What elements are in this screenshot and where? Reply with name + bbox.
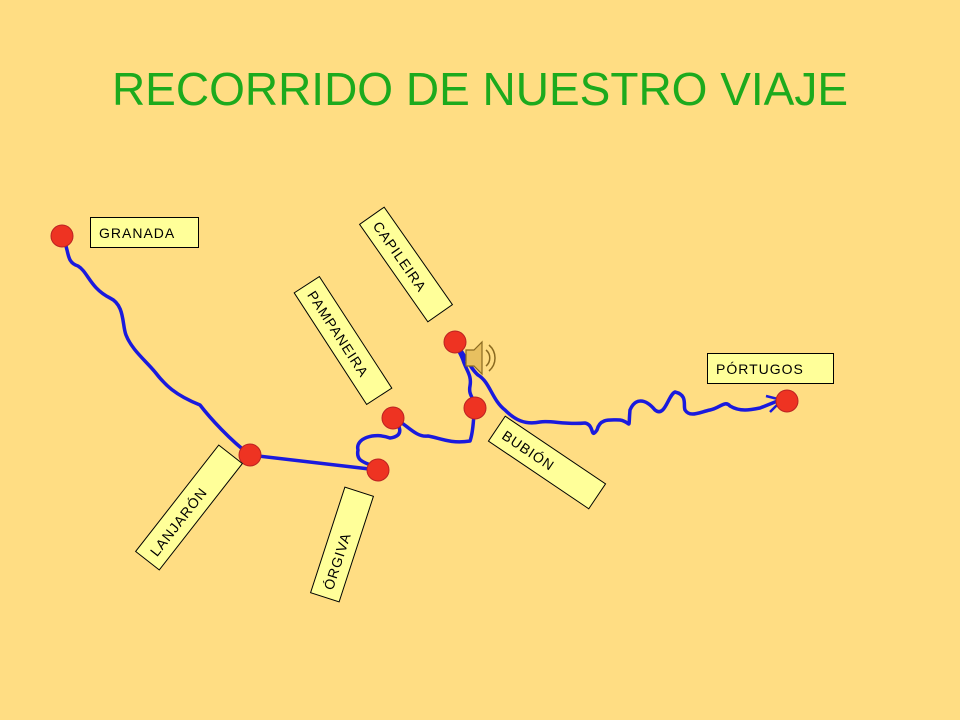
town-label-granada: GRANADA: [90, 217, 199, 248]
town-dot-lanjaron: [238, 443, 262, 467]
town-label-portugos: PÓRTUGOS: [707, 353, 834, 384]
town-dot-portugos: [775, 389, 799, 413]
town-dot-bubion: [463, 396, 487, 420]
town-dot-granada: [50, 224, 74, 248]
page-title: RECORRIDO DE NUESTRO VIAJE: [111, 63, 849, 115]
town-dot-orgiva: [366, 458, 390, 482]
town-dot-capileira: [443, 330, 467, 354]
town-dot-pampaneira: [381, 406, 405, 430]
route-line: [60, 234, 782, 472]
speaker-icon[interactable]: [465, 340, 496, 376]
